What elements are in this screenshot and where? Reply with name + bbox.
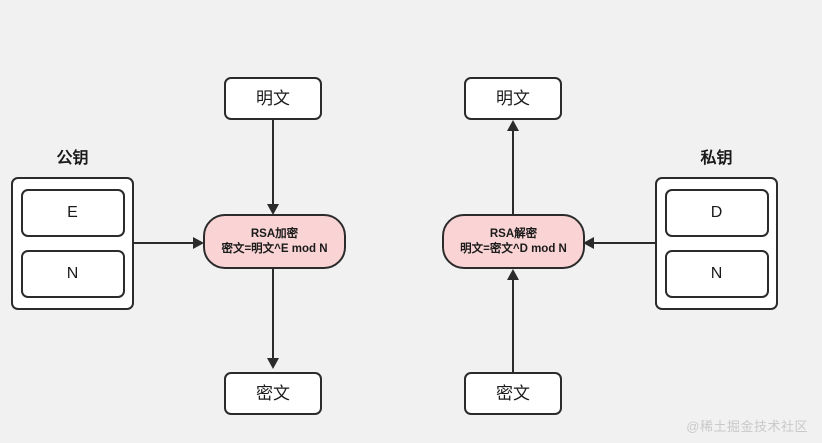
- public-key-slot-e: E: [20, 189, 125, 237]
- arrowhead-encrypt-to-ciphertext: [267, 358, 279, 369]
- decrypt-ciphertext-box: 密文: [464, 372, 562, 415]
- encrypt-plaintext-label: 明文: [256, 88, 290, 108]
- private-key-slot-n-label: N: [710, 265, 723, 282]
- rsa-decrypt-process: RSA解密 明文=密文^D mod N: [442, 214, 585, 269]
- encrypt-ciphertext-label: 密文: [256, 383, 290, 403]
- connector-plaintext-to-encrypt: [272, 120, 274, 206]
- public-key-slot-n-label: N: [66, 265, 79, 282]
- watermark: @稀土掘金技术社区: [686, 419, 808, 434]
- encrypt-ciphertext-box: 密文: [224, 372, 322, 415]
- connector-publickey-to-encrypt: [134, 242, 196, 244]
- arrowhead-plaintext-to-encrypt: [267, 204, 279, 215]
- private-key-title: 私钥: [700, 150, 733, 167]
- arrowhead-ciphertext-to-decrypt: [507, 269, 519, 280]
- rsa-decrypt-title: RSA解密: [489, 227, 538, 240]
- public-key-slot-n: N: [20, 250, 125, 298]
- private-key-slot-d: D: [664, 189, 769, 237]
- decrypt-ciphertext-label: 密文: [496, 383, 530, 403]
- public-key-slot-e-label: E: [67, 204, 78, 221]
- private-key-slot-d-label: D: [710, 204, 723, 221]
- rsa-encrypt-process: RSA加密 密文=明文^E mod N: [203, 214, 346, 269]
- arrowhead-publickey-to-encrypt: [193, 237, 204, 249]
- private-key-container: D N: [655, 177, 778, 310]
- public-key-container: E N: [11, 177, 134, 310]
- public-key-title: 公钥: [56, 150, 89, 167]
- connector-encrypt-to-ciphertext: [272, 269, 274, 361]
- arrowhead-privatekey-to-decrypt: [583, 237, 594, 249]
- arrowhead-decrypt-to-plaintext: [507, 120, 519, 131]
- connector-ciphertext-to-decrypt: [512, 280, 514, 372]
- encrypt-plaintext-box: 明文: [224, 77, 322, 120]
- rsa-encrypt-title: RSA加密: [250, 227, 299, 240]
- rsa-encrypt-formula: 密文=明文^E mod N: [221, 242, 328, 255]
- decrypt-plaintext-label: 明文: [496, 88, 530, 108]
- connector-decrypt-to-plaintext: [512, 131, 514, 214]
- private-key-slot-n: N: [664, 250, 769, 298]
- connector-privatekey-to-decrypt: [594, 242, 655, 244]
- rsa-decrypt-formula: 明文=密文^D mod N: [460, 242, 567, 255]
- decrypt-plaintext-box: 明文: [464, 77, 562, 120]
